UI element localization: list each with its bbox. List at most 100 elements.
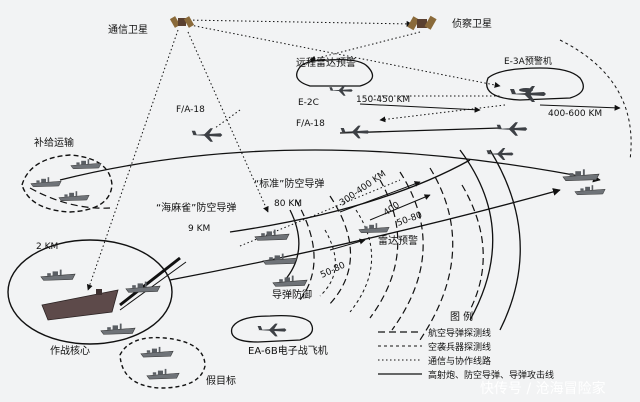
- comm-line-sat-ea6b: [187, 31, 269, 213]
- awacs-orbit: [486, 67, 584, 101]
- comm-line-recon-picket: [309, 31, 421, 62]
- group-outlines: [7, 154, 206, 389]
- fa18-mid-aircraft-icon[interactable]: [340, 125, 370, 139]
- comm-satellite-body: [178, 18, 186, 26]
- comm-line-sat-recon: [184, 19, 413, 27]
- arrow-50-80: [329, 238, 366, 251]
- comm-satellite-panel-right: [183, 16, 195, 28]
- dist-2: 2 KM: [36, 242, 58, 252]
- right-arrows: [329, 103, 621, 251]
- comm-lines: [86, 19, 506, 291]
- decoy-ship-2[interactable]: [146, 368, 180, 380]
- detect-arc-standard-1: [295, 199, 315, 301]
- arrow-400-600: [539, 104, 621, 111]
- legend-text-3: 通信与协作线路: [428, 355, 491, 367]
- decoy-ship-1[interactable]: [140, 346, 174, 358]
- recon-satellite-panel-left: [407, 16, 420, 31]
- watermark-text: 快传号 / 沧海冒险家: [480, 380, 606, 397]
- detect-arc-inner-1: [319, 229, 336, 297]
- comm-line-awacs-fa18: [379, 104, 506, 123]
- comm-line-sat-awacs: [189, 24, 501, 88]
- resupply-ship-2[interactable]: [30, 176, 62, 188]
- comm-line-sat-carrier: [86, 29, 179, 291]
- label-e3a: E-3A预警机: [504, 55, 552, 67]
- fa18-top-aircraft-icon[interactable]: [191, 128, 223, 142]
- label-fa18-mid: F/A-18: [296, 119, 325, 129]
- legend: 图 例 航空导弹探测线 空袭兵器探测线 通信与协作线路 高射炮、防空导弹、导弹攻…: [378, 310, 554, 381]
- label-radar-warning: 雷达预警: [378, 234, 418, 247]
- combat-core-outline: [7, 239, 173, 345]
- air-missile-detection-lines: [29, 167, 484, 341]
- attack-arc-far-right: [489, 149, 521, 331]
- escort-ship-2[interactable]: [125, 281, 161, 293]
- label-comm-satellite: 通信卫星: [108, 24, 148, 36]
- arrow-400: [369, 194, 431, 221]
- resupply-ship-3[interactable]: [58, 190, 90, 202]
- label-missile-defense: 导弹防御: [272, 288, 312, 301]
- arrow-300-400: [339, 181, 421, 213]
- air-raid-detection-lines: [319, 39, 632, 313]
- detect-arc-far: [461, 184, 484, 311]
- detect-arc-outer-3: [419, 167, 454, 341]
- comm-satellite-panel-left: [169, 16, 181, 28]
- fighter-right-1-icon[interactable]: [496, 122, 528, 136]
- decoy-ships: [140, 346, 180, 380]
- recon-satellite-body: [417, 19, 427, 28]
- detect-arc-top-right: [559, 39, 632, 161]
- label-ea6b: EA-6B电子战飞机: [248, 344, 328, 357]
- escort-ship-1[interactable]: [40, 269, 76, 281]
- label-combat-core: 作战核心: [50, 344, 90, 357]
- label-standard-missile: “标准”防空导弹: [254, 177, 324, 190]
- attack-lines: [59, 59, 601, 343]
- escort-ship-3[interactable]: [100, 323, 136, 335]
- ea6b-orbit: [230, 314, 314, 343]
- attack-line-carrier: [169, 188, 561, 281]
- right-ship-1[interactable]: [562, 168, 600, 182]
- dist-80: 80 KM: [274, 199, 302, 209]
- legend-title: 图 例: [450, 310, 473, 323]
- attack-arc-inner: [284, 209, 300, 281]
- standard-ship-1[interactable]: [254, 229, 290, 241]
- ea6b-aircraft-icon[interactable]: [257, 323, 287, 337]
- attack-arc-right: [459, 149, 494, 321]
- legend-text-2: 空袭兵器探测线: [428, 341, 491, 353]
- aircraft-carrier[interactable]: [41, 289, 119, 321]
- forward-ship-4[interactable]: [358, 222, 390, 234]
- arrow-150-450: [359, 103, 481, 113]
- recon-satellite[interactable]: [407, 15, 437, 31]
- recon-satellite-panel-right: [424, 15, 437, 30]
- right-ship-2[interactable]: [574, 184, 606, 196]
- standard-ship-3[interactable]: [272, 275, 308, 287]
- legend-text-1: 航空导弹探测线: [428, 327, 491, 339]
- dist-150-450: 150-450 KM: [356, 95, 410, 105]
- carrier-island: [96, 289, 102, 295]
- label-decoy: 假目标: [206, 374, 236, 387]
- comm-line-to-fa18: [214, 109, 241, 129]
- resupply-outline: [21, 154, 113, 213]
- detect-arc-inner-2: [349, 209, 373, 313]
- label-resupply: 补给运输: [34, 136, 74, 149]
- e2c-aircraft-icon[interactable]: [329, 85, 353, 96]
- dist-400-600: 400-600 KM: [548, 109, 602, 119]
- e3a-radome-icon: [519, 88, 533, 92]
- label-e2c: E-2C: [298, 98, 319, 108]
- resupply-ships: [30, 158, 102, 202]
- decoy-outline: [119, 336, 206, 389]
- comm-satellite[interactable]: [169, 16, 195, 28]
- legend-text-4: 高射炮、防空导弹、导弹攻击线: [428, 369, 554, 381]
- missile-line-2: [119, 261, 187, 311]
- e2c-orbit: [296, 59, 374, 87]
- missile-line: [119, 256, 181, 307]
- label-fa18-top: F/A-18: [176, 105, 205, 115]
- resupply-ship-1[interactable]: [70, 158, 102, 170]
- label-far-radar-picket: 远程雷达预警: [296, 56, 356, 69]
- dist-9: 9 KM: [188, 224, 210, 234]
- attack-line-main: [59, 149, 601, 183]
- dist-400: 400: [382, 200, 402, 218]
- dist-300-400: 300-400 KM: [338, 169, 388, 208]
- detect-arc-outer-2: [391, 171, 424, 331]
- combat-core-ships: [40, 269, 161, 335]
- carrier-hull: [41, 289, 119, 321]
- label-recon-satellite: 侦察卫星: [452, 17, 492, 30]
